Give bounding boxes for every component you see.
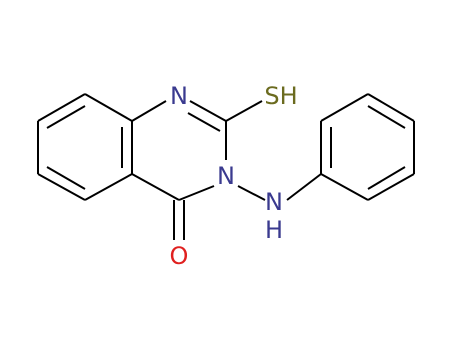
atom-label-sh: SH: [264, 82, 297, 110]
bond-c5-c6-inner: [46, 166, 86, 190]
bond-ph6-ph1: [320, 173, 369, 201]
bond-ph3-ph4: [367, 93, 415, 122]
bond-ph5-ph6: [367, 173, 415, 201]
atom-label-nh-h: H: [265, 216, 283, 244]
bond-c4a-c5: [84, 173, 133, 201]
bond-ph5-ph6-inner: [367, 166, 406, 190]
bond-ph2-ph3: [320, 93, 369, 122]
bond-c7-c8: [37, 93, 86, 122]
bond-c8-c8a: [84, 93, 133, 122]
bond-c8a-n1: [131, 100, 167, 122]
phenyl-ring: [320, 93, 415, 201]
bond-n1-c2-inner: [187, 112, 221, 132]
bond-c5-c6: [37, 173, 86, 201]
pyrimidinone-ring: [131, 100, 227, 240]
bond-c2-s: [225, 100, 263, 122]
bond-n1-c2: [189, 100, 227, 122]
benzo-ring: [37, 93, 133, 201]
bond-n3-c4: [178, 185, 215, 201]
bond-ph3-ph4-inner: [367, 105, 406, 129]
atom-label-o: O: [170, 242, 189, 270]
bond-nh-ph: [286, 173, 322, 201]
substituent-bonds: [225, 100, 322, 201]
bond-c4-c4a: [131, 173, 180, 201]
atom-label-n3: N: [217, 162, 235, 190]
bond-n3-nh: [237, 185, 266, 201]
atom-label-n1: N: [170, 82, 188, 110]
bond-c7-c8-inner: [46, 105, 86, 129]
atom-label-nh-n: N: [265, 188, 283, 216]
